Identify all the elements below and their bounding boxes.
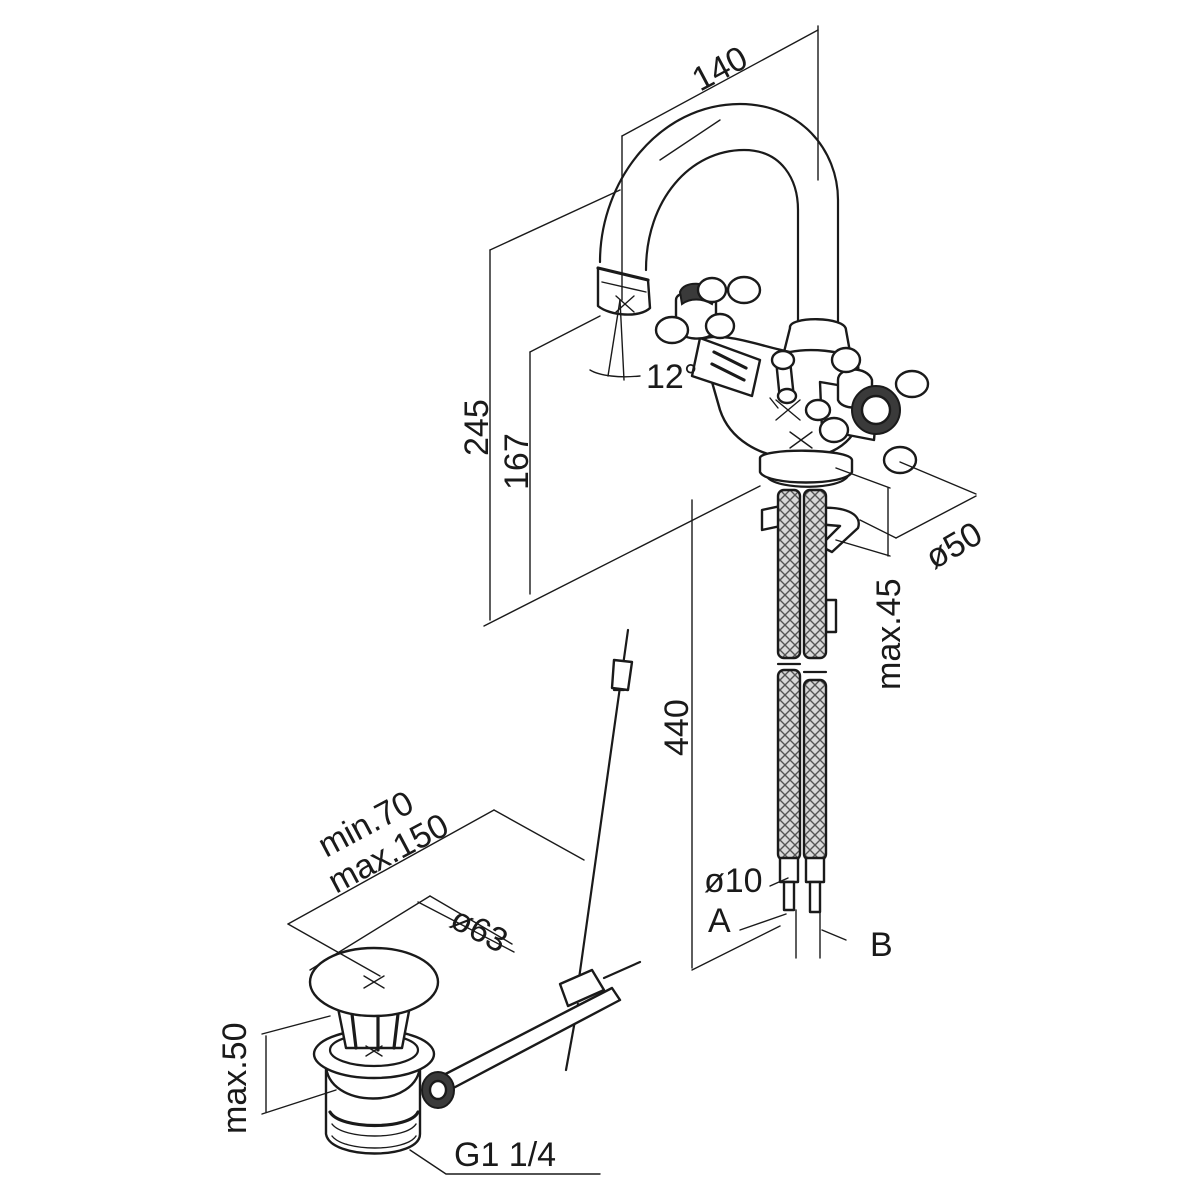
flexible-hose-b: [802, 488, 828, 914]
faucet-assembly: [596, 102, 930, 488]
label-deck-thickness: max.45: [870, 579, 908, 691]
right-valve-cartridge: [818, 368, 901, 442]
pop-up-lever[interactable]: [769, 349, 798, 409]
dimension-lines-waste: [261, 809, 601, 1175]
label-waste-diameter: ø63: [444, 900, 514, 961]
label-outlet-height: 167: [498, 433, 536, 490]
label-spout-angle: 12°: [646, 358, 697, 396]
label-hose-diameter: ø10: [704, 862, 763, 900]
dimension-lines-faucet: [483, 25, 977, 971]
right-cross-handle[interactable]: [804, 346, 930, 475]
label-waste-height: max.50: [216, 1023, 254, 1135]
label-base-diameter: ø50: [919, 515, 989, 577]
label-hose-a: A: [708, 902, 731, 940]
left-cross-handle[interactable]: [654, 275, 762, 345]
label-hose-length: 440: [658, 699, 696, 756]
aerator-nozzle: [596, 266, 652, 316]
label-hose-b: B: [870, 926, 893, 964]
flexible-hose-a: [776, 488, 802, 912]
label-total-height: 245: [458, 399, 496, 456]
pop-up-waste: [308, 946, 455, 1155]
label-spout-reach: 140: [686, 39, 754, 99]
label-waste-thread: G1 1/4: [454, 1136, 556, 1174]
drain-pull-rod: [428, 628, 642, 1096]
